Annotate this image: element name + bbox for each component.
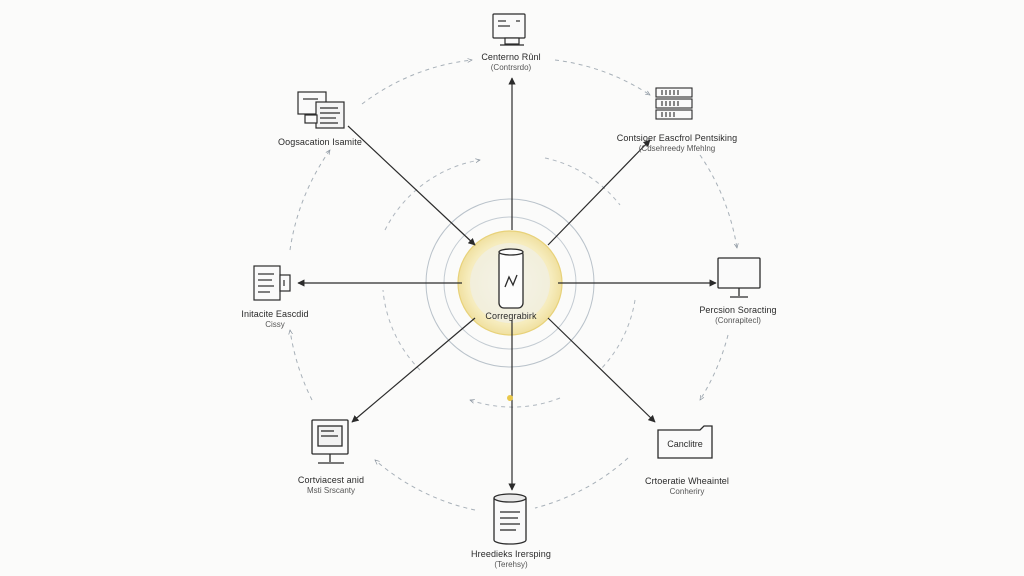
node-title: Crtoeratie Wheaintel bbox=[644, 476, 730, 486]
node-title: Oogsacation Isamite bbox=[278, 137, 362, 147]
hub-label: Corregrabirk bbox=[485, 311, 536, 321]
node-bottom-left: Cortviacest anid Msti Srscanty bbox=[298, 475, 364, 495]
monitor-icon bbox=[717, 257, 761, 298]
node-title: Percsion Soracting bbox=[699, 305, 777, 315]
node-subtitle: (Conrapitecl) bbox=[715, 316, 761, 325]
folder-box-text: Canclitre bbox=[667, 439, 703, 449]
connector-top-right bbox=[547, 139, 651, 246]
node-title: Cortviacest anid bbox=[297, 475, 365, 485]
node-subtitle: (Cdsehreedy Mfehlng bbox=[638, 144, 716, 153]
node-left: Initacite Eascdid Cissy bbox=[241, 309, 308, 329]
document-icon bbox=[253, 265, 291, 301]
node-top-left: Oogsacation Isamite bbox=[278, 137, 362, 148]
node-right: Percsion Soracting (Conrapitecl) bbox=[699, 305, 776, 325]
desktop-icon bbox=[311, 419, 349, 464]
node-subtitle: Msti Srscanty bbox=[306, 486, 356, 495]
node-top-right: Contsioer Eascfrol Pentsiking (Cdsehreed… bbox=[617, 133, 737, 153]
node-subtitle: Conheriry bbox=[669, 487, 705, 496]
connector-lines bbox=[297, 77, 717, 491]
node-title: Centerno Rûnl bbox=[481, 52, 541, 62]
node-top: Centerno Rûnl (Contrsrdo) bbox=[481, 52, 540, 72]
node-bottom: Hreedieks Irersping (Terehsy) bbox=[471, 549, 551, 569]
outer-orbit bbox=[290, 60, 737, 511]
connector-bottom-right bbox=[547, 317, 656, 423]
node-subtitle: Cissy bbox=[265, 320, 285, 329]
server-rack-icon bbox=[655, 87, 693, 120]
monitor-icon bbox=[492, 13, 526, 46]
connector-top-left bbox=[347, 125, 476, 246]
node-subtitle: (Contrsrdo) bbox=[490, 63, 532, 72]
node-bottom-right: Crtoeratie Wheaintel Conheriry bbox=[645, 476, 729, 496]
folder-icon bbox=[657, 425, 713, 459]
node-title: Hreedieks Irersping bbox=[471, 549, 551, 559]
hub-title: Corregrabirk bbox=[485, 311, 537, 321]
node-subtitle: (Terehsy) bbox=[494, 560, 528, 569]
workstation-icon bbox=[297, 91, 345, 129]
node-title: Initacite Eascdid bbox=[241, 309, 309, 319]
node-title: Contsioer Eascfrol Pentsiking bbox=[616, 133, 738, 143]
signal-dot bbox=[507, 395, 513, 401]
server-cylinder-icon bbox=[498, 248, 524, 309]
middle-orbit bbox=[382, 157, 636, 408]
database-icon bbox=[493, 493, 527, 545]
connector-bottom-left bbox=[351, 317, 476, 423]
